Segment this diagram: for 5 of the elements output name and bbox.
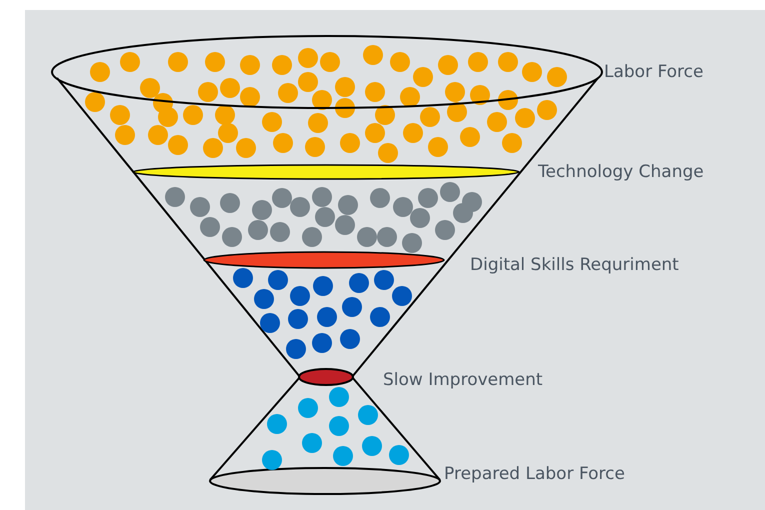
stage-label: Prepared Labor Force xyxy=(444,463,625,485)
stage-label: Technology Change xyxy=(538,161,704,183)
stage-label: Labor Force xyxy=(604,61,704,83)
stage-label: Digital Skills Requriment xyxy=(470,254,679,276)
stage-label: Slow Improvement xyxy=(383,369,543,391)
